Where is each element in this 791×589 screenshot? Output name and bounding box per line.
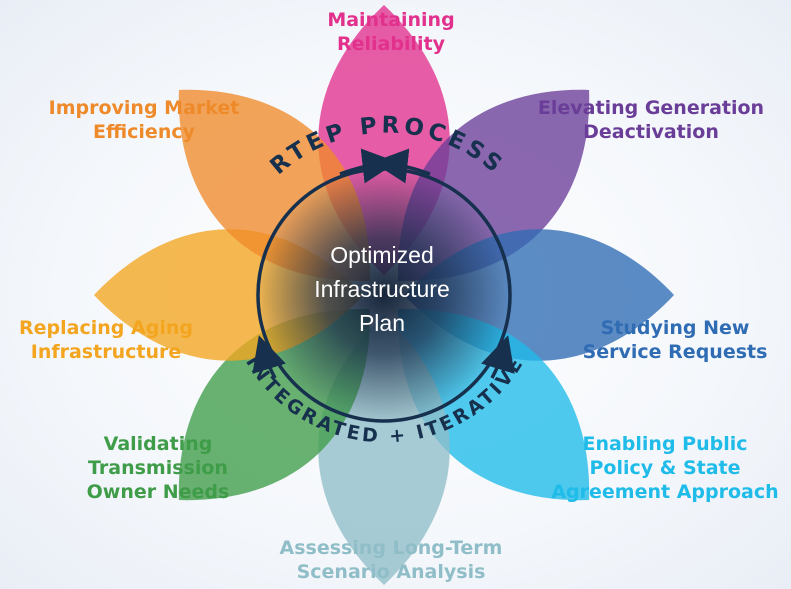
- center-title-line: Infrastructure: [314, 276, 450, 302]
- center-title-line: Optimized: [330, 242, 434, 268]
- center-title: Optimized Infrastructure Plan: [314, 238, 450, 340]
- arrow-bottom-right: [481, 335, 515, 379]
- center-glow: [254, 165, 514, 425]
- center-title-line: Plan: [358, 310, 406, 336]
- process-ring: [252, 148, 515, 423]
- arrow-top-right: [372, 148, 431, 184]
- arrow-bottom-left: [252, 335, 286, 379]
